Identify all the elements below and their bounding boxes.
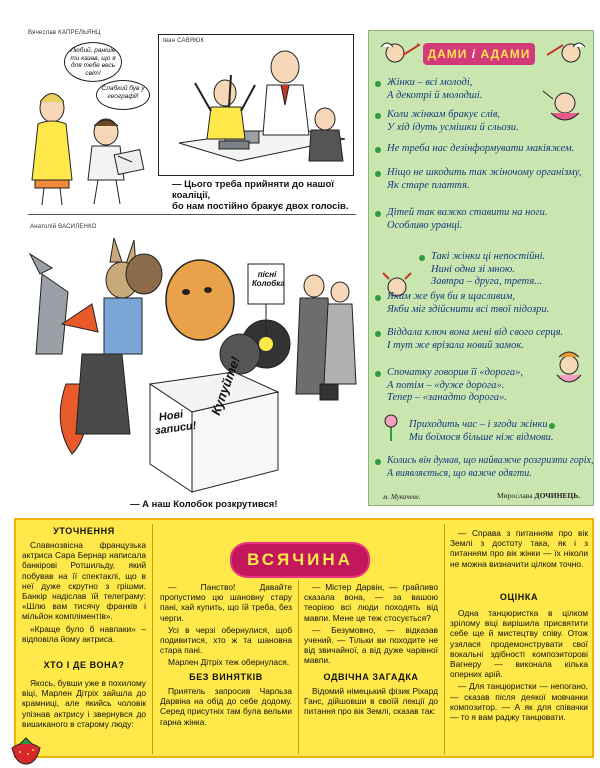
strawberry-icon	[11, 737, 41, 765]
section-eternal-riddle-text: Відомий німецький фізик Ріхард Ганс, дій…	[304, 686, 438, 717]
cartoon-kolobok-caption: — А наш Колобок розкрутився!	[130, 499, 278, 510]
quote-7: Яким же був би я щасливим,Якби міг здійс…	[387, 291, 550, 315]
angel-lower-icon	[556, 351, 582, 383]
section-title-who-and-where: ХТО І ДЕ ВОНА?	[43, 660, 125, 670]
flower-icon	[384, 414, 398, 441]
section-clarification-text: Славнозвісна французька актриса Сара Бер…	[22, 540, 146, 644]
dames-and-adams-panel: ДАМИ і АДАМИ Жінки – всі молоді,А декотр…	[368, 30, 594, 506]
quote-5: Дітей так важко ставити на ноги.Особливо…	[387, 207, 548, 231]
speech-bubble-woman: Любий, раніше ти казав, що я для тебе ве…	[64, 42, 122, 82]
section-title-no-exceptions: БЕЗ ВИНЯТКІВ	[189, 672, 263, 682]
kolobok-illustration	[28, 237, 357, 493]
quote-8: Віддала ключ вона мені від свого серця.І…	[387, 327, 564, 351]
coalition-illustration	[178, 50, 346, 162]
cartoon-coalition-caption: — Цього треба прийняти до нашої коаліції…	[172, 179, 349, 212]
cupid-right-icon	[546, 42, 586, 63]
miscellany-banner: ВСЯЧИНА	[232, 544, 368, 576]
panel-title: ДАМИ і АДАМИ	[423, 43, 535, 65]
flying-angel-icon	[542, 90, 580, 121]
section-earth-age-text: — Справа з питанням про вік Землі з дост…	[450, 528, 588, 569]
cartoon-credit-savyak: Іван САВЯЮК	[163, 38, 205, 44]
panel-place: м. Мукачеве.	[383, 493, 421, 501]
section-assessment-text: Одна танцюристка в цілком зрілому віці в…	[450, 608, 588, 723]
section-title-clarification: УТОЧНЕННЯ	[53, 526, 115, 536]
box-new-records-label: Нові записи!	[154, 408, 198, 438]
quote-9: Спочатку говорив її «дорога»,А потім – «…	[387, 367, 523, 403]
quote-1: Жінки – всі молоді,А декотрі й молодші.	[387, 77, 483, 101]
cartoon-divider	[28, 214, 356, 215]
section-title-eternal-riddle: ОДВІЧНА ЗАГАДКА	[323, 672, 419, 682]
cartoon-credit-vasylenko: Анатолій ВАСИЛЕНКО	[30, 224, 97, 230]
section-no-exceptions-text: Приятель запросив Чарльза Дарвіна на обі…	[160, 686, 292, 727]
quote-11: Колись він думав, що найважче розгризти …	[387, 455, 594, 479]
quote-4: Ніщо не шкодить так жіночому організму,Я…	[387, 167, 582, 191]
quote-3: Не треба нас дезінформувати макіяжем.	[387, 143, 575, 154]
cartoon-credit-kaprelyants: Вячеслав КАПРЕЛЬЯНЦ	[28, 30, 101, 36]
cupid-icon	[380, 42, 421, 63]
cartoon-kolobok: пісні Колобка Нові записи! Купуйте!	[22, 234, 358, 496]
section-title-assessment: ОЦІНКА	[499, 592, 539, 602]
section-marlene-text: — Панство! Давайте пропустимо цю шановну…	[160, 582, 292, 668]
section-who-and-where-text: Якось, бувши уже в похилому віці, Марлен…	[22, 678, 146, 729]
quote-2: Коли жінкам бракує слів,У хід ідуть усмі…	[387, 109, 519, 133]
cartoon-couple: Любий, раніше ти казав, що я для тебе ве…	[20, 40, 152, 210]
panel-author: Мирослава ДОЧИНЕЦЬ.	[497, 491, 581, 500]
kolobok-songs-sign: пісні Колобка	[252, 270, 285, 288]
speech-bubble-man: Слабкий був у географії!	[96, 80, 150, 110]
balloon-cupid-icon	[382, 272, 412, 297]
cartoon-coalition-frame: Іван САВЯЮК	[158, 34, 354, 176]
couple-illustration	[31, 93, 145, 206]
quote-6: Такі жінки ці непостійні.Нині одна зі мн…	[431, 251, 546, 287]
section-darwin-text: — Містер Дарвін, — грайливо сказала вона…	[304, 582, 438, 666]
